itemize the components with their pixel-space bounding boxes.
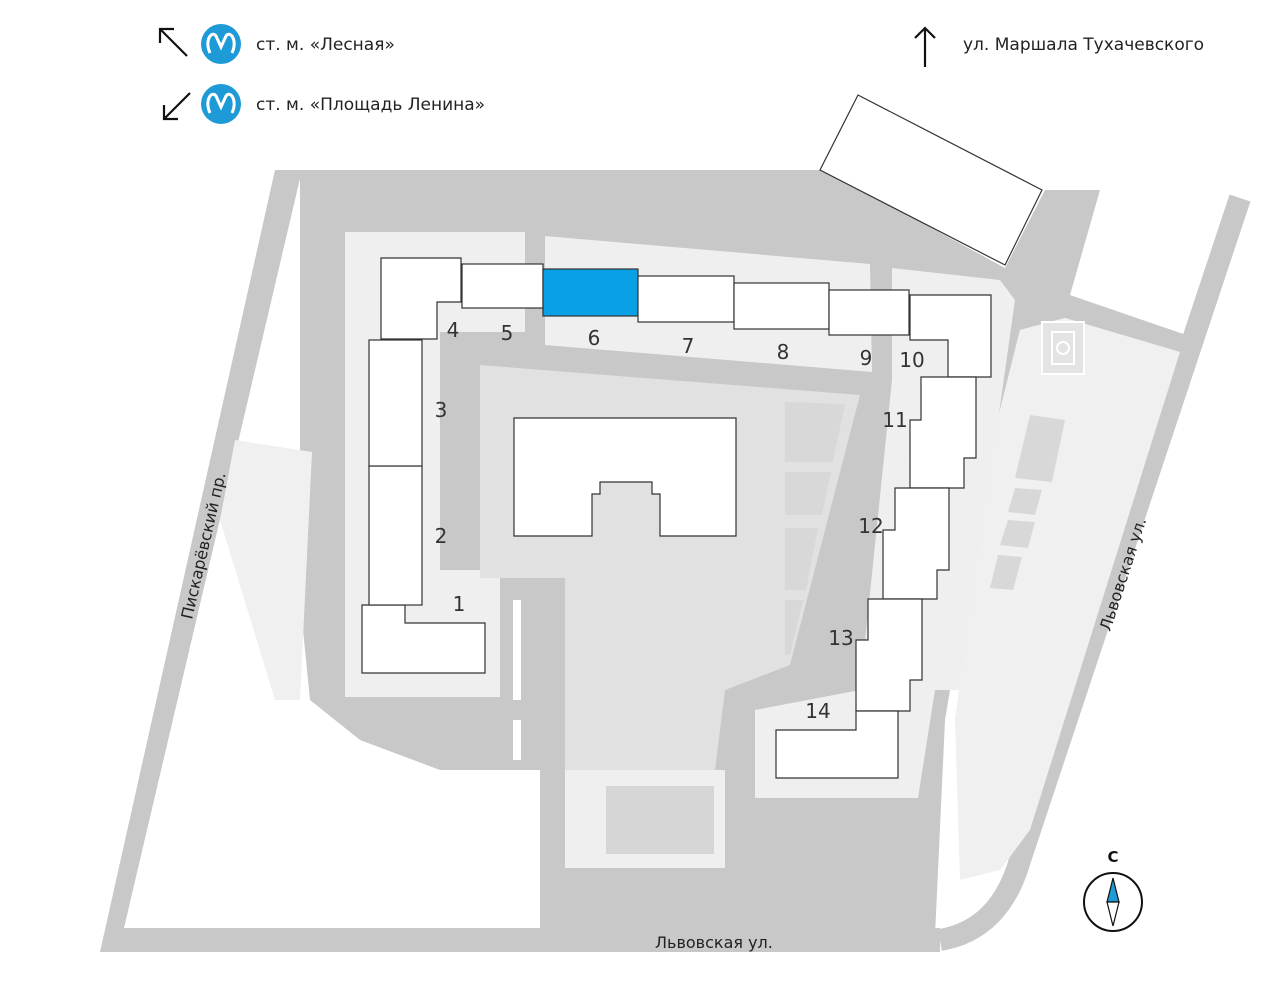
building-number: 6 — [588, 326, 601, 350]
legend-metro-lesnaya: ст. м. «Лесная» — [158, 24, 395, 64]
building-numbers: 1 2 3 4 5 6 7 8 9 10 11 12 13 14 — [435, 318, 925, 723]
legend-street-direction: ул. Маршала Тухачевского — [914, 26, 1204, 67]
green-zone-left — [220, 440, 312, 700]
street-name-lvovskaya-bottom: Львовская ул. — [655, 933, 773, 952]
building-number: 4 — [447, 318, 460, 342]
building-12[interactable] — [882, 487, 950, 600]
building-number: 14 — [805, 699, 830, 723]
building-11[interactable] — [909, 376, 977, 489]
parking-lot-top-right — [819, 94, 1043, 266]
road-divider — [513, 600, 521, 700]
building-number: 11 — [882, 408, 907, 432]
metro-icon — [201, 84, 241, 124]
buildings — [361, 257, 992, 779]
metro-icon — [201, 24, 241, 64]
playground-icon — [1041, 321, 1085, 375]
building-7[interactable] — [637, 275, 735, 323]
building-number: 3 — [435, 398, 448, 422]
building-5[interactable] — [461, 263, 544, 309]
road-divider — [513, 720, 521, 760]
building-number: 7 — [682, 334, 695, 358]
compass-needle-icon — [1106, 877, 1120, 927]
building-number: 2 — [435, 524, 448, 548]
building-8[interactable] — [733, 282, 830, 330]
central-building[interactable] — [513, 417, 737, 537]
building-14[interactable] — [775, 710, 899, 779]
legend-metro-ploshchad-lenina: ст. м. «Площадь Ленина» — [162, 84, 485, 124]
building-6-selected[interactable] — [542, 268, 639, 317]
building-4[interactable] — [380, 257, 462, 340]
lvovskaya-road-right — [937, 194, 1251, 951]
parking-bottom — [606, 786, 714, 854]
building-9[interactable] — [828, 289, 910, 336]
building-2[interactable] — [368, 465, 423, 606]
compass: С — [1083, 848, 1143, 932]
building-number: 9 — [860, 346, 873, 370]
building-number: 8 — [777, 340, 790, 364]
street-label: ул. Маршала Тухачевского — [963, 35, 1204, 55]
building-number: 13 — [828, 626, 853, 650]
building-number: 10 — [899, 348, 924, 372]
metro-label: ст. м. «Лесная» — [256, 35, 395, 55]
building-number: 5 — [501, 321, 514, 345]
building-13[interactable] — [855, 598, 923, 712]
down-left-arrow-icon — [162, 92, 191, 121]
green-zone-right — [955, 318, 1180, 880]
up-left-arrow-icon — [158, 27, 188, 57]
building-number: 1 — [453, 592, 466, 616]
building-3[interactable] — [368, 339, 423, 467]
building-1[interactable] — [361, 604, 486, 674]
parking-spots — [785, 402, 1065, 655]
compass-north-label: С — [1107, 848, 1118, 866]
building-number: 12 — [858, 514, 883, 538]
metro-label: ст. м. «Площадь Ленина» — [256, 95, 485, 115]
up-arrow-icon — [914, 26, 936, 67]
